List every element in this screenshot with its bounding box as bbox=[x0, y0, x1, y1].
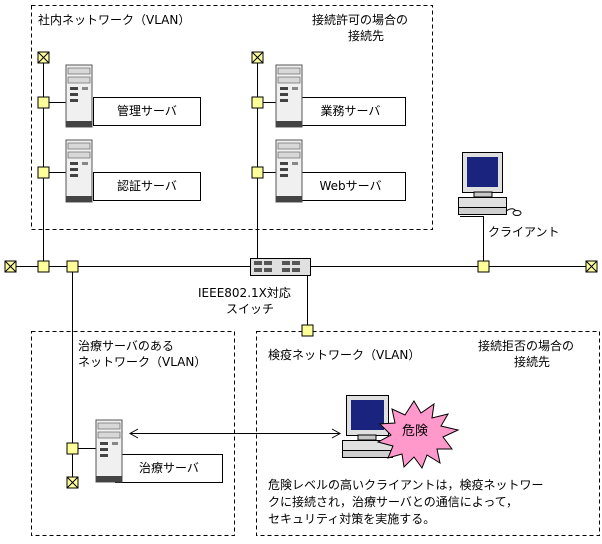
node-icon bbox=[66, 260, 79, 273]
internal-zone-note-line2: 接続先 bbox=[348, 29, 385, 43]
description-line2: クに接続され，治療サーバとの通信によって， bbox=[268, 495, 518, 509]
internal-zone-title: 社内ネットワーク（VLAN） bbox=[38, 13, 191, 27]
node-icon bbox=[66, 442, 79, 455]
treatment-server-label: 治療サーバ bbox=[139, 461, 199, 475]
terminator-icon bbox=[251, 51, 264, 64]
terminator-icon bbox=[4, 260, 17, 273]
treatment-server-box bbox=[115, 454, 223, 483]
auth-server-label: 認証サーバ bbox=[117, 179, 177, 193]
management-server-label: 管理サーバ bbox=[117, 104, 177, 118]
web-server-label: Webサーバ bbox=[319, 179, 382, 193]
terminator-icon bbox=[37, 51, 50, 64]
node-icon bbox=[301, 324, 314, 337]
client-pc-icon bbox=[458, 152, 522, 216]
business-server-box bbox=[295, 97, 406, 126]
zone-internal-box bbox=[31, 5, 433, 230]
description-line3: セキュリティ対策を実施する。 bbox=[268, 512, 436, 526]
client-label: クライアント bbox=[488, 225, 560, 239]
switch-icon bbox=[250, 258, 311, 276]
zone-quarantine-box bbox=[256, 331, 600, 536]
auth-server-icon bbox=[65, 139, 93, 203]
node-icon bbox=[251, 166, 264, 179]
quarantine-zone-title: 検疫ネットワーク（VLAN） bbox=[268, 348, 421, 362]
quarantine-zone-note-line1: 接続拒否の場合の bbox=[478, 339, 575, 353]
communication-arrow bbox=[128, 428, 342, 439]
node-icon bbox=[37, 166, 50, 179]
node-icon bbox=[477, 260, 490, 273]
terminator-icon bbox=[66, 476, 79, 489]
quarantine-zone-note-line2: 接続先 bbox=[514, 355, 551, 369]
danger-burst-icon bbox=[376, 400, 460, 470]
node-icon bbox=[251, 96, 264, 109]
auth-server-box bbox=[93, 172, 201, 201]
management-server-icon bbox=[65, 64, 93, 128]
terminator-icon bbox=[585, 260, 598, 273]
treatment-zone-title-line2: ネットワーク（VLAN） bbox=[78, 355, 207, 369]
node-icon bbox=[37, 96, 50, 109]
description-line1: 危険レベルの高いクライアントは，検疫ネットワー bbox=[268, 478, 544, 492]
business-server-label: 業務サーバ bbox=[320, 104, 381, 118]
danger-label: 危険 bbox=[402, 424, 429, 439]
switch-label-line2: スイッチ bbox=[226, 302, 275, 316]
treatment-zone-title-line1: 治療サーバのある bbox=[78, 339, 174, 353]
internal-zone-note-line1: 接続許可の場合の bbox=[312, 13, 409, 27]
management-server-box bbox=[93, 97, 201, 126]
quarantine-pc-icon bbox=[342, 395, 393, 458]
node-icon bbox=[37, 260, 50, 273]
switch-label-line1: IEEE802.1X対応 bbox=[198, 286, 291, 300]
